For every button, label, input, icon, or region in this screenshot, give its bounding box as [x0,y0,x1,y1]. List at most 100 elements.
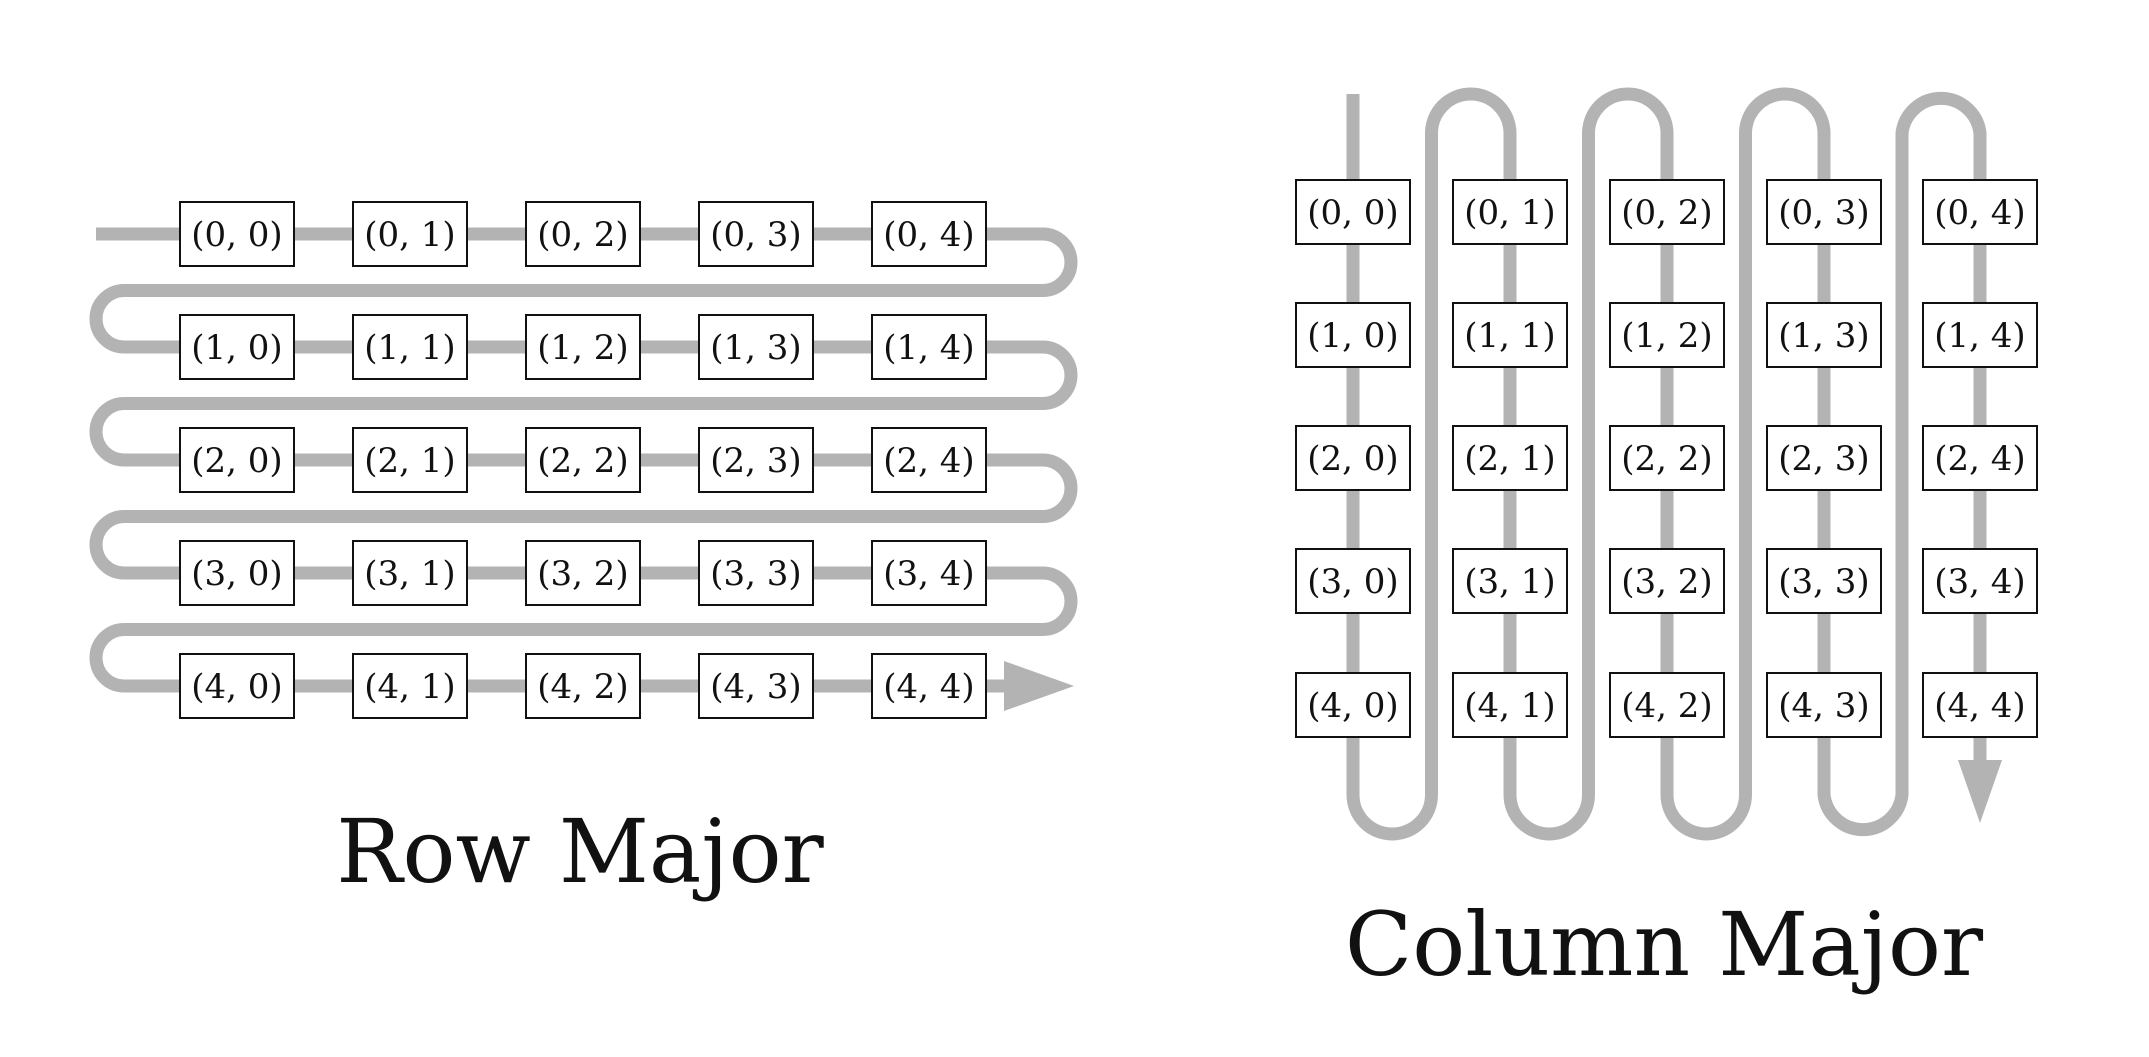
row-major-cell-box [698,201,814,267]
column-major-cell: (3, 1) [1452,548,1568,614]
column-major-cell: (4, 3) [1766,672,1882,738]
column-major-cell-box [1922,425,2038,491]
column-major-cell: (3, 4) [1922,548,2038,614]
column-major-cell-label: (0, 3) [1778,193,1869,233]
column-major-cell-box [1609,425,1725,491]
row-major-cell: (1, 1) [352,314,468,380]
row-major-cell: (0, 2) [525,201,641,267]
row-major-cell: (3, 0) [179,540,295,606]
row-major-cell: (0, 3) [698,201,814,267]
column-major-cell-box [1766,302,1882,368]
row-major-cell-box [179,201,295,267]
column-major-cell-label: (1, 0) [1307,316,1398,356]
column-major-cell-box [1609,302,1725,368]
row-major-cell: (4, 4) [871,653,987,719]
column-major-cell-box [1452,425,1568,491]
column-major-cell-label: (0, 1) [1464,193,1555,233]
row-major-cell: (1, 4) [871,314,987,380]
row-major-cell-box [871,540,987,606]
row-major-cells: (0, 0) (0, 1) (0, 2) (0, 3) (0, 4) (1, 0) (1, … [179,201,987,719]
column-major-cell-label: (4, 4) [1934,686,2025,726]
row-major-cell-box [352,653,468,719]
column-major-cell-label: (0, 0) [1307,193,1398,233]
row-major-cell-box [352,201,468,267]
column-major-cell: (4, 4) [1922,672,2038,738]
column-major-cell: (1, 0) [1295,302,1411,368]
row-major-cell-box [525,314,641,380]
row-major-cell-label: (0, 4) [883,215,974,255]
column-major-cell-label: (2, 4) [1934,439,2025,479]
row-major-cell-box [698,427,814,493]
column-major-cell-box [1452,302,1568,368]
row-major-cell-label: (3, 4) [883,554,974,594]
column-major-cell-box [1922,179,2038,245]
row-major-cell-box [352,314,468,380]
row-major-cell-label: (3, 0) [191,554,282,594]
row-major-diagram: (0, 0) (0, 1) (0, 2) (0, 3) (0, 4) (1, 0) (1, … [89,201,1078,903]
row-major-cell-box [871,653,987,719]
column-major-cell-label: (1, 1) [1464,316,1555,356]
row-major-cell-label: (4, 3) [710,667,801,707]
row-major-cell-box [871,201,987,267]
column-major-cell-box [1295,548,1411,614]
column-major-cell-box [1452,548,1568,614]
row-major-cell-label: (2, 0) [191,441,282,481]
column-major-cell-box [1766,425,1882,491]
row-major-cell: (3, 3) [698,540,814,606]
column-major-cell-label: (0, 2) [1621,193,1712,233]
column-major-traversal-path [1346,87,1987,841]
column-major-cells: (0, 0) (0, 1) (0, 2) (0, 3) (0, 4) (1, 0) (1, … [1295,179,2038,738]
column-major-cell-label: (4, 1) [1464,686,1555,726]
column-major-caption: Column Major [1345,893,1984,996]
row-major-cell-box [352,540,468,606]
column-major-cell: (1, 1) [1452,302,1568,368]
row-major-cell-label: (2, 3) [710,441,801,481]
column-major-cell: (0, 0) [1295,179,1411,245]
row-major-cell-box [698,653,814,719]
row-major-cell: (3, 4) [871,540,987,606]
row-major-cell-label: (0, 1) [364,215,455,255]
column-major-cell-label: (0, 4) [1934,193,2025,233]
row-major-cell-box [179,653,295,719]
row-major-cell-label: (3, 1) [364,554,455,594]
row-major-cell-label: (3, 2) [537,554,628,594]
row-major-cell-label: (2, 4) [883,441,974,481]
row-major-cell-box [525,540,641,606]
row-major-cell-label: (4, 1) [364,667,455,707]
row-major-cell: (1, 0) [179,314,295,380]
column-major-diagram: (0, 0) (0, 1) (0, 2) (0, 3) (0, 4) (1, 0) (1, … [1295,87,2038,996]
column-major-cell-label: (3, 2) [1621,562,1712,602]
column-major-cell: (1, 3) [1766,302,1882,368]
column-major-cell: (3, 3) [1766,548,1882,614]
row-major-cell-label: (0, 0) [191,215,282,255]
column-major-cell-label: (2, 2) [1621,439,1712,479]
column-major-cell: (2, 0) [1295,425,1411,491]
row-major-cell-box [179,540,295,606]
column-major-cell-label: (1, 3) [1778,316,1869,356]
column-major-cell-label: (3, 4) [1934,562,2025,602]
column-major-cell: (4, 0) [1295,672,1411,738]
row-major-arrow-head [1004,661,1074,711]
row-major-cell-box [698,314,814,380]
column-major-cell-label: (4, 0) [1307,686,1398,726]
column-major-cell-box [1922,302,2038,368]
row-major-cell: (1, 3) [698,314,814,380]
column-major-cell-box [1766,179,1882,245]
column-major-cell-label: (2, 0) [1307,439,1398,479]
row-major-cell: (0, 4) [871,201,987,267]
row-major-cell-label: (1, 2) [537,328,628,368]
column-major-cell-box [1295,302,1411,368]
row-major-cell: (1, 2) [525,314,641,380]
column-major-cell: (4, 2) [1609,672,1725,738]
column-major-arrow-head [1958,760,2002,823]
row-major-cell: (2, 3) [698,427,814,493]
column-major-cell: (2, 3) [1766,425,1882,491]
row-major-cell: (4, 0) [179,653,295,719]
column-major-cell: (0, 1) [1452,179,1568,245]
row-major-cell-label: (4, 4) [883,667,974,707]
row-major-cell: (2, 1) [352,427,468,493]
column-major-cell-box [1609,672,1725,738]
row-major-cell-box [698,540,814,606]
row-major-cell: (4, 3) [698,653,814,719]
row-major-cell: (0, 0) [179,201,295,267]
